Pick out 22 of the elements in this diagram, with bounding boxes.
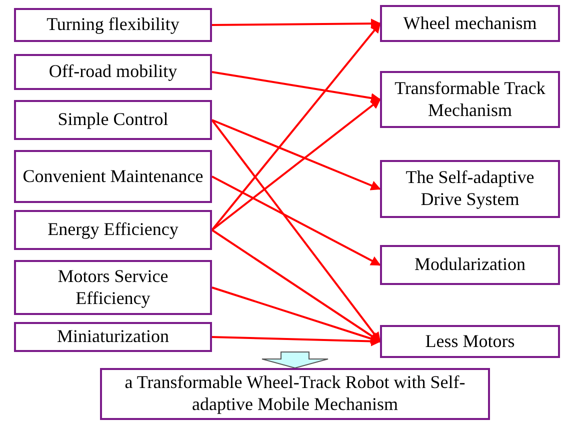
text-box: Wheel mechanism [380, 5, 560, 42]
arrow [212, 71, 381, 103]
arrow [211, 22, 381, 231]
arrow [211, 119, 381, 342]
arrow [212, 119, 381, 190]
arrow [212, 18, 381, 29]
text-box: Turning flexibility [14, 8, 212, 42]
text-box: Transformable Track Mechanism [380, 71, 560, 128]
arrow [212, 176, 381, 266]
arrow [212, 336, 381, 346]
text-box: Off-road mobility [14, 54, 212, 90]
text-box: Less Motors [380, 325, 560, 358]
text-box: The Self-adaptive Drive System [380, 160, 560, 218]
block-arrow [262, 352, 328, 369]
arrow [211, 98, 381, 231]
text-box: Miniaturization [14, 322, 212, 352]
text-box: Modularization [380, 245, 560, 285]
text-box: Motors Service Efficiency [14, 260, 212, 315]
text-box: Convenient Maintenance [14, 150, 212, 203]
text-box: Energy Efficiency [14, 210, 212, 250]
text-box: a Transformable Wheel-Track Robot with Self-adaptive Mobile Mechanism [100, 368, 490, 420]
text-box: Simple Control [14, 100, 212, 140]
